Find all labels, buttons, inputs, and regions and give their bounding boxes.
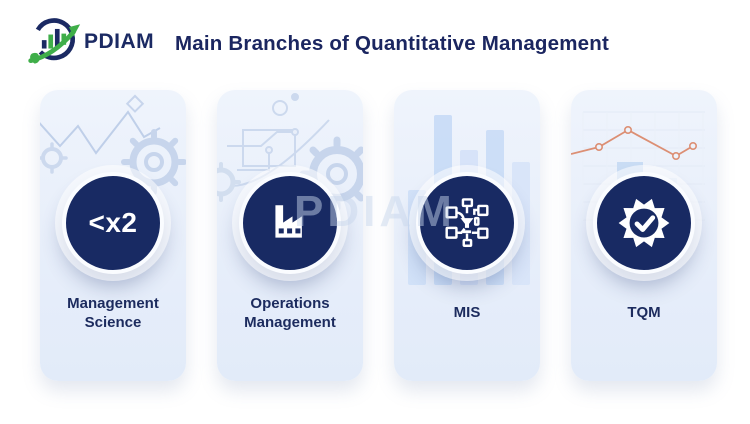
quality-badge-glyph: [618, 198, 670, 248]
card-label-tqm: TQM: [627, 304, 661, 322]
card-label-mis: MIS: [453, 304, 481, 322]
card-label-management-science: Management Science: [67, 294, 159, 331]
factory-glyph: [275, 205, 302, 238]
pdiam-logo-icon: [28, 18, 81, 64]
page-title: Main Branches of Quantitative Management: [175, 32, 610, 55]
network-flowchart-icon: [416, 172, 518, 274]
quality-badge-checkmark-icon: [593, 172, 695, 274]
cards-row: <x2 Management Science: [40, 90, 717, 381]
card-operations-management: Operations Management: [217, 90, 363, 381]
card-label-operations-management: Operations Management: [244, 294, 336, 331]
logo-wordmark: PDIAM: [84, 30, 155, 53]
card-mis: MIS: [394, 90, 540, 381]
card-tqm: TQM: [571, 90, 717, 381]
formula-text: <x2: [88, 207, 138, 238]
less-than-x2-formula-icon: <x2: [62, 172, 164, 274]
card-management-science: <x2 Management Science: [40, 90, 186, 381]
header: PDIAM: [26, 14, 154, 70]
factory-icon: [239, 172, 341, 274]
network-flowchart-glyph: [445, 198, 489, 247]
